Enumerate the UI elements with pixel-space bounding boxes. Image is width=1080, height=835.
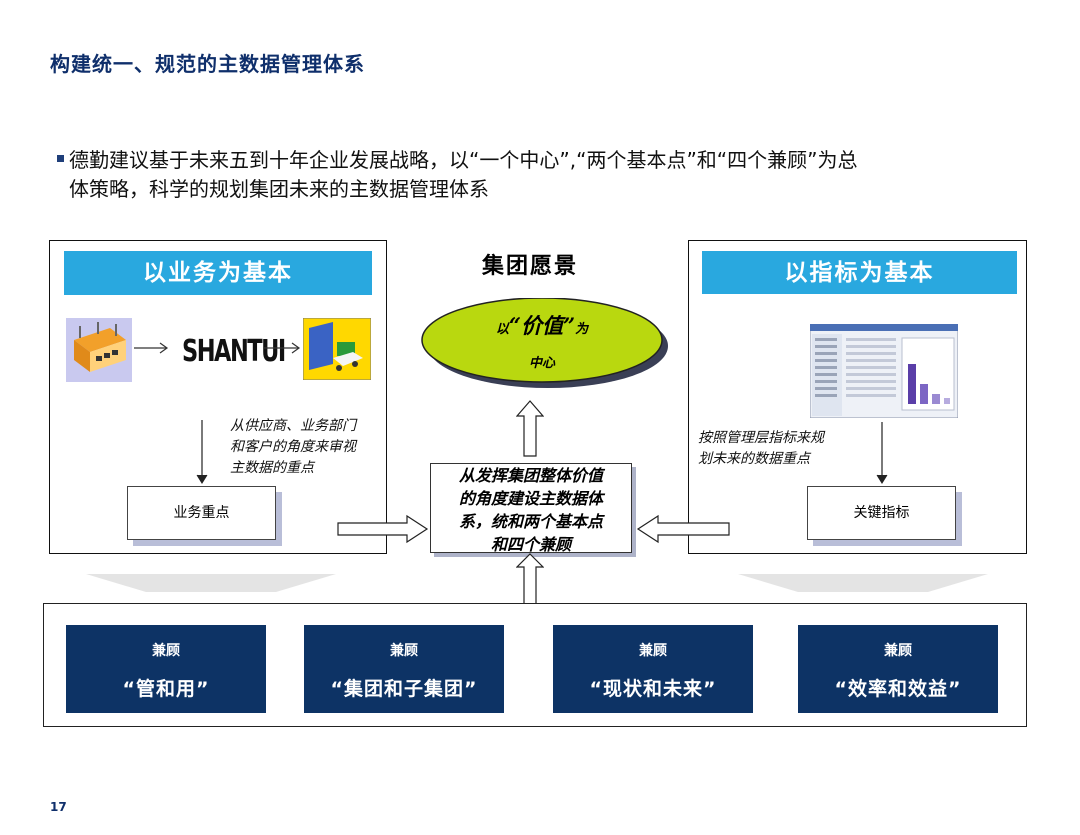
left-panel-header: 以业务为基本 (64, 251, 372, 295)
arrow-down-icon (196, 420, 208, 486)
bullet-line-1: 德勤建议基于未来五到十年企业发展战略，以“一个中心”,“两个基本点”和“四个兼顾… (69, 148, 858, 172)
balance-item-label: 兼顾 (304, 640, 504, 660)
right-panel-note: 按照管理层指标来规 划未来的数据重点 (698, 428, 824, 470)
ellipse-suffix: 为 (575, 322, 588, 337)
ellipse-main: “价值” (509, 313, 575, 338)
left-funnel-shape (86, 572, 338, 594)
balance-item-label: 兼顾 (798, 640, 998, 660)
balance-item-label: 兼顾 (66, 640, 266, 660)
balance-item-value: “集团和子集团” (304, 674, 504, 701)
balance-item: 兼顾 “管和用” (66, 625, 266, 713)
central-strategy-box: 从发挥集团整体价值 的角度建设主数据体 系，统和两个基本点 和四个兼顾 (430, 463, 632, 553)
ellipse-prefix: 以 (496, 322, 509, 337)
balance-item-value: “管和用” (66, 674, 266, 701)
dashboard-screenshot-image (810, 324, 958, 418)
balance-item-value: “现状和未来” (553, 674, 753, 701)
factory-building-image (66, 318, 132, 382)
arrow-down-icon (876, 422, 888, 486)
warehouse-image (303, 318, 371, 380)
left-note-line: 主数据的重点 (230, 458, 356, 479)
hollow-arrow-up-icon (516, 553, 544, 607)
ellipse-line-2: 中心 (420, 352, 664, 371)
balance-item: 兼顾 “集团和子集团” (304, 625, 504, 713)
group-vision-title: 集团愿景 (482, 248, 578, 280)
left-note-line: 和客户的角度来审视 (230, 437, 356, 458)
central-box-line: 从发挥集团整体价值 (431, 464, 631, 487)
arrow-right-icon (264, 341, 302, 355)
slide-title: 构建统一、规范的主数据管理体系 (50, 48, 365, 77)
central-box-line: 系，统和两个基本点 (431, 510, 631, 533)
balance-item: 兼顾 “现状和未来” (553, 625, 753, 713)
right-funnel-shape (738, 572, 990, 594)
bullet-marker (57, 155, 64, 162)
bullet-line-2: 体策略，科学的规划集团未来的主数据管理体系 (57, 177, 489, 201)
arrow-right-icon (134, 341, 170, 355)
balance-item: 兼顾 “效率和效益” (798, 625, 998, 713)
hollow-arrow-right-icon (337, 514, 429, 544)
business-focus-box: 业务重点 (127, 486, 276, 540)
right-note-line: 按照管理层指标来规 (698, 428, 824, 449)
right-note-line: 划未来的数据重点 (698, 449, 824, 470)
page-number: 17 (50, 800, 67, 814)
left-panel-note: 从供应商、业务部门 和客户的角度来审视 主数据的重点 (230, 416, 356, 479)
balance-item-value: “效率和效益” (798, 674, 998, 701)
intro-bullet: 德勤建议基于未来五到十年企业发展战略，以“一个中心”,“两个基本点”和“四个兼顾… (57, 146, 1027, 204)
ellipse-text: 以“价值”为 (420, 310, 664, 340)
hollow-arrow-left-icon (636, 514, 730, 544)
right-panel-header: 以指标为基本 (702, 251, 1017, 294)
key-indicator-box: 关键指标 (807, 486, 956, 540)
balance-item-label: 兼顾 (553, 640, 753, 660)
central-box-line: 的角度建设主数据体 (431, 487, 631, 510)
hollow-arrow-up-icon (516, 400, 544, 458)
left-note-line: 从供应商、业务部门 (230, 416, 356, 437)
